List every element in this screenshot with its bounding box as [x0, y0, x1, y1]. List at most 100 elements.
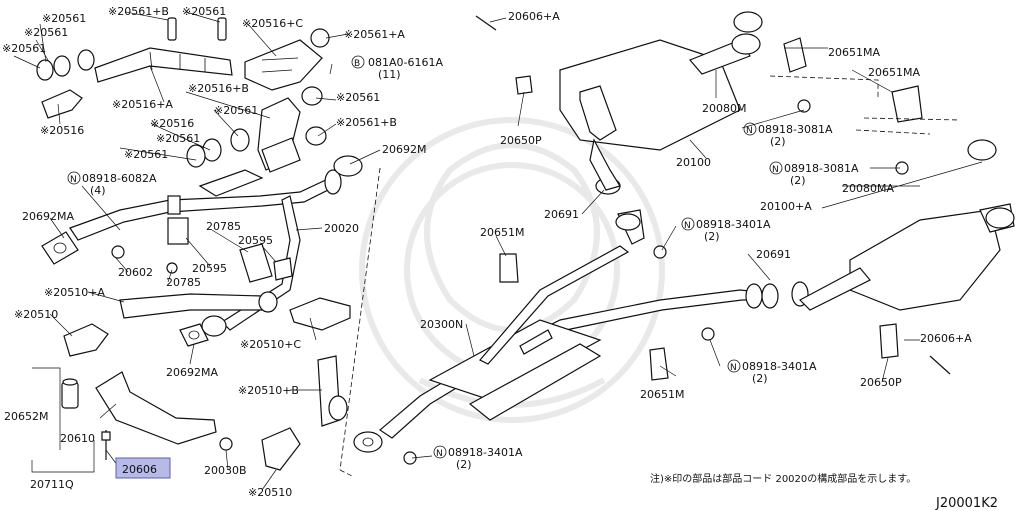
label-081a0-6161a: 081A0-6161A [368, 56, 443, 69]
heat-insulator-20516-c[interactable] [244, 39, 323, 91]
nut-symbol-5: N [730, 363, 737, 373]
label-20691-b[interactable]: 20691 [756, 248, 791, 261]
heat-insulator-20510-a[interactable] [119, 291, 278, 319]
label-20561-d[interactable]: ※20561 [24, 26, 68, 39]
label-20711q[interactable]: 20711Q [30, 478, 74, 491]
part-labels: ※20561 ※20561+B ※20561 ※20561 ※20561 ※20… [2, 5, 972, 499]
label-20561-k[interactable]: ※20561+B [336, 116, 397, 129]
rear-muffler-20100-a[interactable] [799, 139, 1015, 311]
qty-08918-3081a-b: (2) [790, 174, 806, 187]
label-20652m[interactable]: 20652M [4, 410, 48, 423]
label-20561-b[interactable]: ※20561+B [108, 5, 169, 18]
nut-symbol-3: N [772, 165, 779, 175]
label-20606-a[interactable]: 20606+A [508, 10, 560, 23]
label-20785[interactable]: 20785 [206, 220, 241, 233]
label-20510-a[interactable]: ※20510+A [44, 286, 105, 299]
highlighted-part-20606[interactable]: 20606 [115, 457, 171, 479]
catalyst-upper[interactable] [198, 137, 301, 197]
muffler-outline [769, 75, 961, 135]
label-20516-b[interactable]: ※20516+B [188, 82, 249, 95]
nut-08918-6082a[interactable]: N 08918-6082A (4) [67, 171, 157, 197]
label-20651ma-2[interactable]: 20651MA [868, 66, 920, 79]
heat-insulator-20510[interactable] [63, 323, 109, 357]
label-20100-a[interactable]: 20100+A [760, 200, 812, 213]
label-20510[interactable]: ※20510 [14, 308, 58, 321]
label-08918-6082a: 08918-6082A [82, 172, 157, 185]
flange-gaskets[interactable] [41, 231, 227, 347]
label-20516[interactable]: ※20516 [40, 124, 84, 137]
label-20561-g[interactable]: ※20561 [214, 104, 258, 117]
label-20300n[interactable]: 20300N [420, 318, 463, 331]
nut-08918-3081a-b[interactable]: N 08918-3081A (2) [769, 161, 859, 187]
qty-08918-3401a: (2) [704, 230, 720, 243]
label-20510-d[interactable]: ※20510 [248, 486, 292, 499]
gasket-20691[interactable] [595, 177, 809, 309]
label-20650p-2[interactable]: 20650P [860, 376, 902, 389]
label-20692m[interactable]: 20692M [382, 143, 426, 156]
nut-08918-3401a-b[interactable]: N 08918-3401A (2) [433, 445, 523, 471]
nut-symbol-2: N [746, 126, 753, 136]
nut-08918-3081a[interactable]: N 08918-3081A (2) [743, 122, 833, 148]
label-20691[interactable]: 20691 [544, 208, 579, 221]
bracket-20711q[interactable] [61, 371, 233, 460]
label-20606-a-2[interactable]: 20606+A [920, 332, 972, 345]
rubber-mount-20651m[interactable] [499, 253, 669, 381]
nut-symbol-6: N [436, 449, 443, 459]
nut-symbol-4: N [684, 221, 691, 231]
diagram-code: J20001K2 [935, 496, 998, 511]
nut-08918-3401a[interactable]: N 08918-3401A (2) [681, 217, 771, 243]
label-20510-c[interactable]: ※20510+C [240, 338, 301, 351]
label-20785-b[interactable]: 20785 [166, 276, 201, 289]
label-20020[interactable]: 20020 [324, 222, 359, 235]
flange-front-center[interactable] [353, 431, 417, 465]
heat-insulator-20516-a[interactable] [94, 47, 233, 83]
label-20516-a[interactable]: ※20516+A [112, 98, 173, 111]
label-20030b[interactable]: 20030B [204, 464, 247, 477]
nut-symbol: N [70, 175, 77, 185]
nut-08918-3401a-c[interactable]: N 08918-3401A (2) [727, 359, 817, 385]
label-20080ma[interactable]: 20080MA [842, 182, 894, 195]
label-20080m[interactable]: 20080M [702, 102, 746, 115]
label-20561-f[interactable]: ※20561+A [344, 28, 405, 41]
label-20651m[interactable]: 20651M [480, 226, 524, 239]
hanger-brackets[interactable] [475, 15, 951, 375]
label-20651m-2[interactable]: 20651M [640, 388, 684, 401]
footnote-note: 注)※印の部品は部品コード 20020の構成部品を示します。 [650, 472, 916, 485]
main-muffler-20100[interactable] [559, 11, 763, 191]
label-20516-d[interactable]: ※20516 [150, 117, 194, 130]
label-20561-c[interactable]: ※20561 [182, 5, 226, 18]
label-08918-3401a-b: 08918-3401A [448, 446, 523, 459]
catalyst-lower-20510-b[interactable] [317, 355, 348, 427]
label-20692ma-2[interactable]: 20692MA [166, 366, 218, 379]
bolt-081a0-6161a[interactable]: B 081A0-6161A (11) [351, 55, 443, 81]
heat-insulator-20516[interactable] [41, 89, 83, 119]
label-20650p[interactable]: 20650P [500, 134, 542, 147]
label-20561-a[interactable]: ※20561 [42, 12, 86, 25]
label-20561-e[interactable]: ※20561 [2, 42, 46, 55]
label-20610[interactable]: 20610 [60, 432, 95, 445]
qty-08918-3401a-c: (2) [752, 372, 768, 385]
heat-insulator-20510-c[interactable] [289, 297, 351, 331]
label-20561-i[interactable]: ※20561 [124, 148, 168, 161]
nut-20602[interactable] [111, 245, 178, 274]
bracket-20785[interactable] [239, 243, 293, 283]
label-20692ma[interactable]: 20692MA [22, 210, 74, 223]
qty-08918-3081a: (2) [770, 135, 786, 148]
qty-08918-6082a: (4) [90, 184, 106, 197]
label-20516-c[interactable]: ※20516+C [242, 17, 303, 30]
label-20651ma[interactable]: 20651MA [828, 46, 880, 59]
label-20510-b[interactable]: ※20510+B [238, 384, 299, 397]
qty-08918-3401a-b: (2) [456, 458, 472, 471]
leader-lines [13, 11, 983, 491]
label-20602[interactable]: 20602 [118, 266, 153, 279]
label-20100[interactable]: 20100 [676, 156, 711, 169]
label-20561-h[interactable]: ※20561 [156, 132, 200, 145]
label-08918-3401a-c: 08918-3401A [742, 360, 817, 373]
assembly-outline [339, 167, 381, 477]
label-20595-b[interactable]: 20595 [192, 262, 227, 275]
label-20561-j[interactable]: ※20561 [336, 91, 380, 104]
heat-insulator-20510-d[interactable] [261, 427, 301, 471]
clamp-rings[interactable] [36, 17, 330, 168]
label-20595[interactable]: 20595 [238, 234, 273, 247]
